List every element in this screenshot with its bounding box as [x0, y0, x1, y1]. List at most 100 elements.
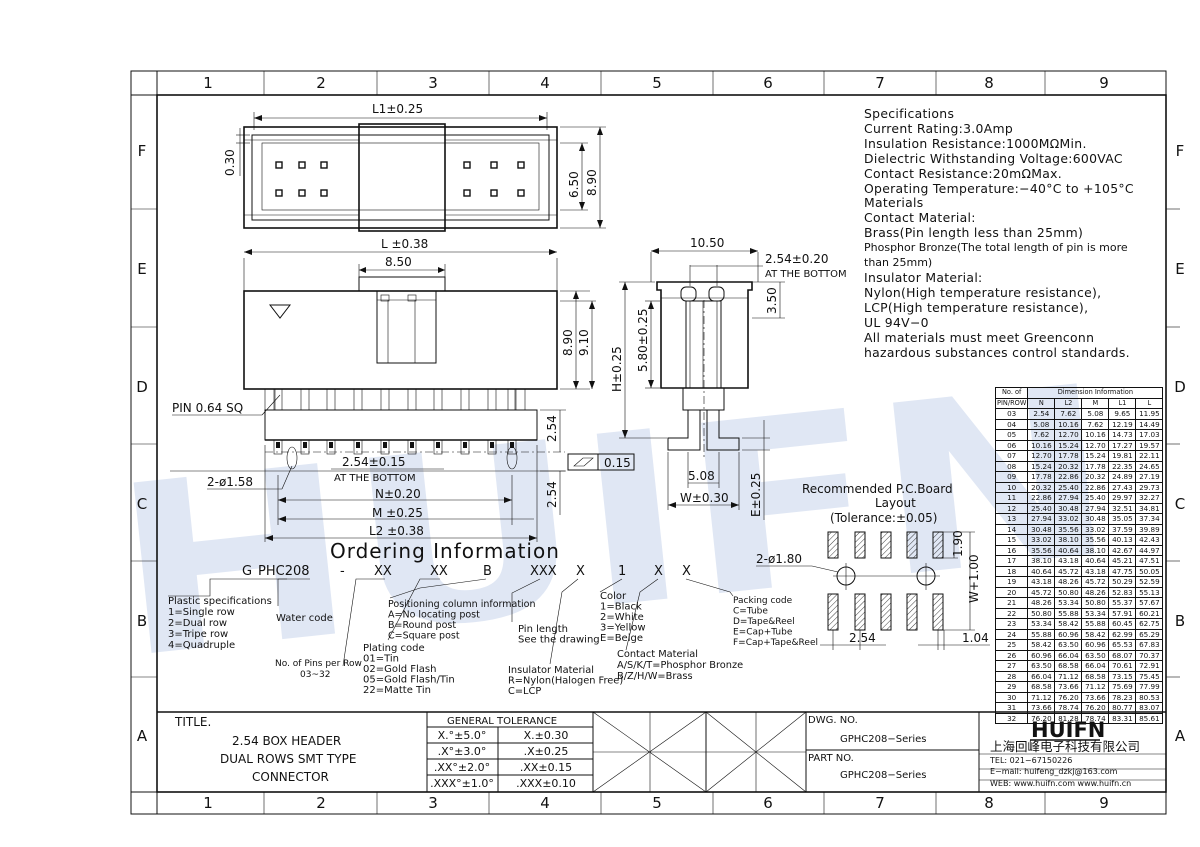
table-cell: 24: [994, 628, 1029, 640]
table-cell: 15.24: [1081, 450, 1110, 462]
dim-table-col: L1: [1108, 397, 1137, 409]
table-cell: 76.20: [1027, 712, 1056, 724]
pcb-hole: 2-ø1.80: [756, 552, 802, 566]
table-cell: 58.42: [1081, 628, 1110, 640]
tolerance-angle: X.°±5.0°: [438, 729, 487, 742]
ordering-note-plating: 05=Gold Flash/Tin: [363, 675, 455, 686]
dim-h: H±0.25: [610, 346, 624, 392]
table-cell: 60.96: [1054, 628, 1083, 640]
table-cell: 43.18: [1054, 555, 1083, 567]
table-cell: 48.26: [1027, 597, 1056, 609]
side-view: 10.50 2.54±0.20 AT THE BOTTOM 3.50 5.80±…: [610, 236, 847, 520]
table-cell: 23: [994, 618, 1029, 630]
table-cell: 12.19: [1108, 418, 1137, 430]
table-cell: 80.77: [1108, 702, 1137, 714]
table-cell: 27.94: [1027, 513, 1056, 525]
table-cell: 04: [994, 418, 1029, 430]
table-cell: 35.56: [1027, 544, 1056, 556]
pcb-dim-190: 1.90: [951, 530, 965, 557]
table-cell: 09: [994, 471, 1029, 483]
table-cell: 06: [994, 439, 1029, 451]
spec-line: Brass(Pin length less than 25mm): [864, 225, 1084, 241]
dim-850: 8.50: [385, 255, 412, 269]
table-cell: 39.89: [1135, 523, 1164, 535]
table-cell: 21: [994, 597, 1029, 609]
table-cell: 33.02: [1081, 523, 1110, 535]
ordering-note-pin-length: See the drawing: [518, 635, 600, 646]
table-cell: 29: [994, 681, 1029, 693]
ordering-title: Ordering Information: [330, 539, 560, 563]
table-cell: 19.57: [1135, 439, 1164, 451]
column-label: 5: [652, 74, 662, 92]
table-cell: 20.32: [1054, 460, 1083, 472]
column-ticks: [263, 71, 1046, 814]
table-cell: 12: [994, 502, 1029, 514]
dim-l: L ±0.38: [381, 237, 428, 251]
table-cell: 70.37: [1135, 649, 1164, 661]
table-cell: 11: [994, 492, 1029, 504]
table-cell: 24.89: [1108, 471, 1137, 483]
front-view: L ±0.38 8.50 8.90 9.10 2.54 2.54 PIN 0.6…: [170, 237, 635, 542]
table-cell: 71.12: [1054, 670, 1083, 682]
table-cell: 24.65: [1135, 460, 1164, 472]
table-cell: 20.32: [1081, 471, 1110, 483]
ordering-note-packing: C=Tube: [733, 607, 768, 617]
table-cell: 17.03: [1135, 429, 1164, 441]
row-label: F: [1176, 142, 1185, 160]
column-label: 7: [875, 74, 885, 92]
table-cell: 77.99: [1135, 681, 1164, 693]
dim-n: N±0.20: [375, 487, 421, 501]
table-cell: 42.67: [1108, 544, 1137, 556]
table-cell: 80.53: [1135, 691, 1164, 703]
ordering-leaders: [168, 578, 734, 667]
row-label: D: [136, 378, 148, 396]
tolerance-angle: .X°±3.0°: [438, 745, 487, 758]
spec-line: Insulator Material:: [864, 269, 983, 285]
table-cell: 58.42: [1054, 618, 1083, 630]
ordering-note-color: 2=White: [600, 612, 644, 623]
table-cell: 10.16: [1081, 429, 1110, 441]
spec-line: Specifications: [864, 106, 955, 121]
ordering-code-part: X: [576, 564, 585, 579]
ordering-note-plastic: 3=Tripe row: [168, 629, 228, 640]
spec-line: Materials: [864, 195, 924, 211]
table-cell: 71.12: [1027, 691, 1056, 703]
spec-line: hazardous substances control standards.: [864, 344, 1130, 360]
table-cell: 50.80: [1027, 607, 1056, 619]
table-cell: 66.04: [1054, 649, 1083, 661]
ordering-note-position: Positioning column information: [388, 599, 536, 610]
table-cell: 33.02: [1027, 534, 1056, 546]
table-cell: 17.27: [1108, 439, 1137, 451]
table-cell: 37.34: [1135, 513, 1164, 525]
ordering-note-plating: 01=Tin: [363, 654, 399, 665]
table-cell: 27.19: [1135, 471, 1164, 483]
table-cell: 19.81: [1108, 450, 1137, 462]
table-cell: 15.24: [1054, 439, 1083, 451]
table-cell: 27.94: [1081, 502, 1110, 514]
column-label: 6: [763, 74, 773, 92]
dim-table-header-left: No. of: [994, 387, 1029, 399]
table-cell: 05: [994, 429, 1029, 441]
spec-line: Dielectric Withstanding Voltage:600VAC: [864, 150, 1123, 166]
table-cell: 78.23: [1108, 691, 1137, 703]
ordering-note-plastic: Plastic specifications: [168, 596, 272, 607]
table-cell: 53.34: [1054, 597, 1083, 609]
table-cell: 81.28: [1054, 712, 1083, 724]
table-cell: 68.07: [1108, 649, 1137, 661]
table-cell: 33.02: [1054, 513, 1083, 525]
table-cell: 63.50: [1027, 660, 1056, 672]
dim-890-front: 8.90: [561, 329, 575, 356]
company-name: 上海回峰电子科技有限公司: [990, 739, 1140, 754]
table-cell: 63.50: [1081, 649, 1110, 661]
ordering-note-position: C=Square post: [388, 631, 460, 642]
dim-350: 3.50: [765, 287, 779, 314]
table-cell: 40.64: [1081, 555, 1110, 567]
ordering-note-color: Color: [600, 591, 627, 602]
ordering-note-plastic: 1=Single row: [168, 607, 235, 618]
